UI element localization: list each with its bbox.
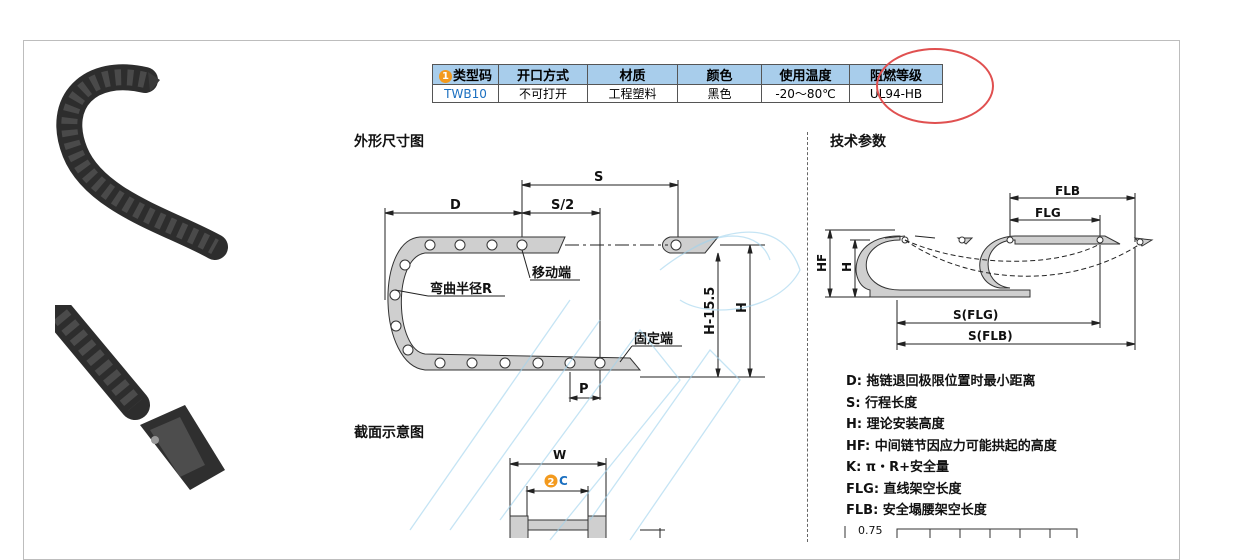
legend-flb: FLB: 安全塌腰架空长度 — [846, 503, 987, 518]
label-s-half: S/2 — [551, 198, 574, 213]
legend-h: H: 理论安装高度 — [846, 417, 945, 432]
label-s: S — [594, 170, 603, 185]
label-w: W — [553, 448, 566, 462]
badge-2 — [544, 474, 558, 488]
header-temperature: 使用温度 — [761, 64, 851, 85]
outline-drawing — [384, 180, 765, 402]
tech-drawing — [825, 193, 1154, 350]
label-s-flg: S(FLG) — [953, 308, 998, 322]
label-bend-radius: 弯曲半径R — [430, 281, 492, 297]
section-cross-title: 截面示意图 — [354, 425, 424, 441]
section-tech-title: 技术参数 — [830, 134, 886, 150]
label-s-flb: S(FLB) — [968, 329, 1013, 343]
cross-section-drawing — [509, 458, 665, 538]
chain-photo-bottom — [55, 305, 225, 490]
label-moving-end: 移动端 — [532, 265, 571, 281]
label-d: D — [450, 198, 461, 213]
section-outline-title: 外形尺寸图 — [354, 134, 424, 150]
load-chart-stub: 0.75 — [844, 524, 1078, 538]
legend-s: S: 行程长度 — [846, 395, 918, 411]
label-flb: FLB — [1055, 184, 1080, 198]
label-hf: HF — [815, 254, 829, 272]
cell-temperature: -20～80℃ — [761, 84, 851, 103]
label-flg: FLG — [1035, 206, 1061, 220]
highlight-ring — [876, 48, 994, 124]
badge-1: 1 — [439, 70, 452, 83]
drawing-canvas: S D S/2 弯曲半径R 移动端 固定端 H H-15.5 P W 2 C — [384, 170, 1154, 538]
chart-tick-label: 0.75 — [858, 524, 883, 537]
cell-opening: 不可打开 — [498, 84, 589, 103]
label-p: P — [579, 382, 589, 397]
legend-d: D: 拖链退回极限位置时最小距离 — [846, 374, 1036, 389]
label-c: C — [559, 474, 568, 488]
legend-flg: FLG: 直线架空长度 — [846, 481, 962, 497]
header-color: 颜色 — [677, 64, 763, 85]
cell-color: 黑色 — [677, 84, 763, 103]
cell-type-code: TWB10 — [431, 84, 500, 103]
watermark-graphic — [409, 231, 801, 541]
legend-k: K: π・R+安全量 — [846, 460, 949, 475]
label-h-minus: H-15.5 — [703, 287, 718, 335]
cell-material: 工程塑料 — [587, 84, 679, 103]
label-tech-h: H — [840, 262, 854, 272]
legend-hf: HF: 中间链节因应力可能拱起的高度 — [846, 438, 1057, 454]
column-divider — [807, 132, 808, 542]
badge-2-number: 2 — [548, 477, 555, 488]
parameter-legend: D: 拖链退回极限位置时最小距离 S: 行程长度 H: 理论安装高度 HF: 中… — [846, 371, 1057, 522]
chain-photo-top — [56, 64, 228, 260]
